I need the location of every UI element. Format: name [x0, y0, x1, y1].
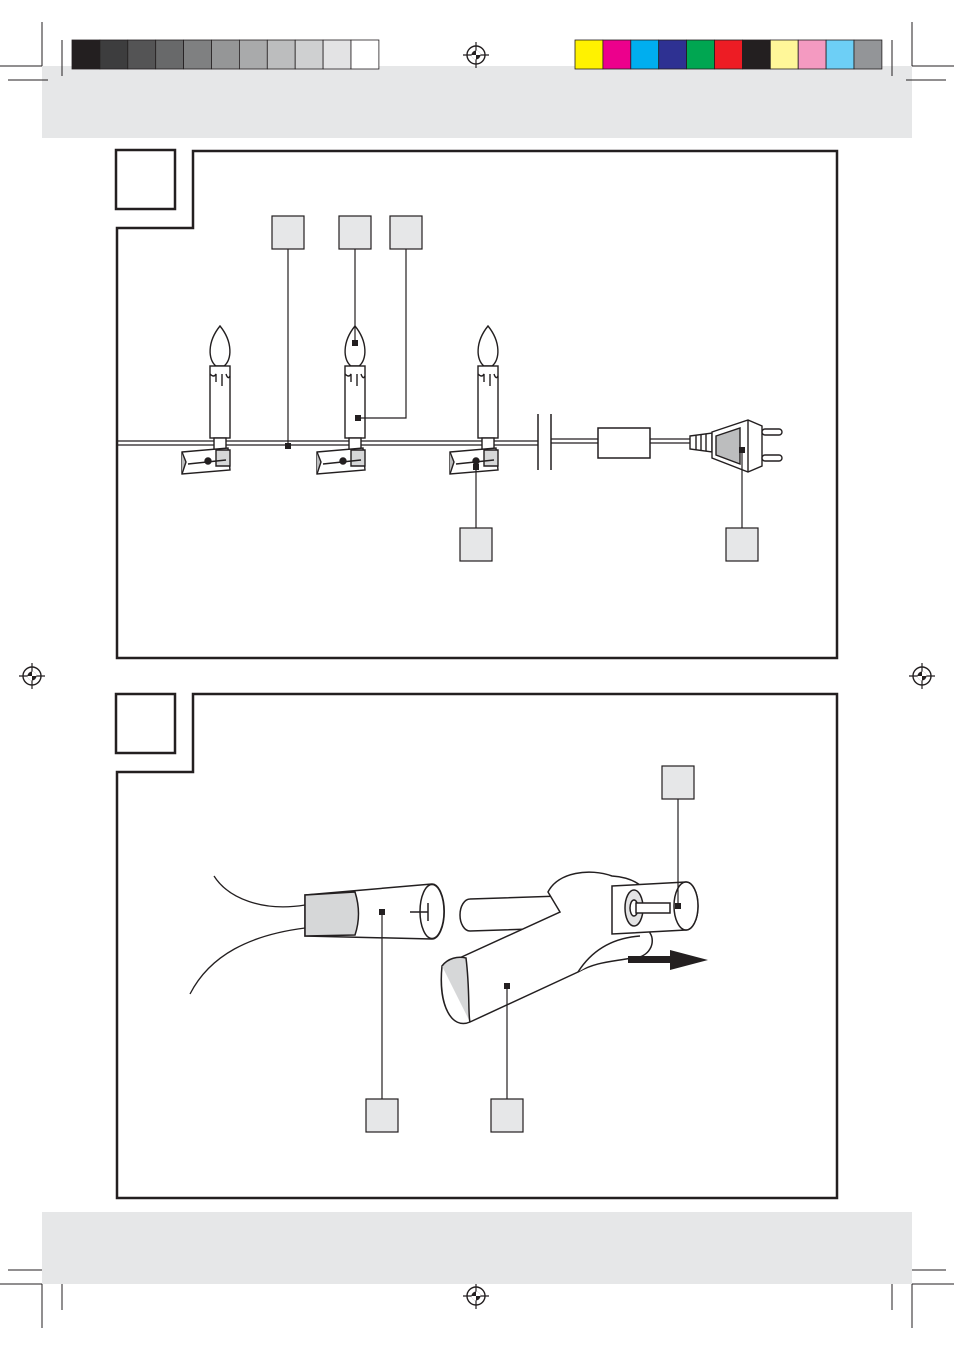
- calibration-patch: [211, 39, 240, 70]
- callout-box-cable: [271, 215, 305, 250]
- bottom-band: [42, 1212, 912, 1284]
- calibration-patch: [686, 39, 715, 70]
- figure-2-leader-dots: [379, 903, 681, 989]
- candle-icon: [316, 324, 366, 475]
- calibration-patch: [294, 39, 324, 70]
- calibration-patch: [630, 39, 660, 70]
- registration-mark-icon: [909, 663, 935, 689]
- callout-box-bulb-holder: [661, 765, 695, 800]
- callout-box-clip: [459, 527, 493, 562]
- calibration-patch: [155, 39, 184, 70]
- figure-2-callout-boxes: [365, 765, 695, 1133]
- calibration-patch: [238, 39, 268, 70]
- calibration-patch: [350, 39, 380, 70]
- grayscale-calibration-strip: [71, 39, 380, 70]
- clip-icon: [449, 447, 499, 475]
- calibration-patch: [853, 39, 883, 70]
- registration-mark-icon: [463, 42, 489, 68]
- candle-icon: [449, 324, 499, 475]
- calibration-patch: [797, 39, 827, 70]
- clip-icon: [316, 447, 366, 475]
- clip-icon: [440, 871, 699, 1025]
- arrow-right-icon: [628, 950, 708, 970]
- calibration-patch: [183, 39, 212, 70]
- callout-box-clip: [490, 1098, 524, 1133]
- figure-2-leaders: [381, 799, 679, 1099]
- registration-mark-icon: [463, 1283, 489, 1309]
- calibration-patch: [742, 39, 771, 70]
- calibration-patch: [769, 39, 799, 70]
- color-calibration-strip: [574, 39, 883, 70]
- calibration-patch: [71, 39, 101, 70]
- figure-1-leaders: [287, 249, 743, 528]
- callout-box-bulb: [338, 215, 372, 250]
- calibration-patch: [574, 39, 604, 70]
- clip-icon: [181, 447, 231, 475]
- calibration-patch: [99, 39, 129, 70]
- callout-box-candle-body: [389, 215, 423, 250]
- plug-icon: [689, 419, 783, 473]
- calibration-patch: [714, 39, 743, 70]
- calibration-patch: [322, 39, 352, 70]
- callout-box-candle-shell: [365, 1098, 399, 1133]
- figure-2-number-box: [114, 692, 177, 755]
- figure-1-number-box: [114, 148, 177, 211]
- calibration-patch: [266, 39, 296, 70]
- callout-box-plug: [725, 527, 759, 562]
- main-cable: [118, 438, 690, 446]
- cable-break-symbol: [537, 414, 552, 470]
- candle-wires: [189, 875, 306, 995]
- clip-tube: [459, 895, 561, 932]
- calibration-patch: [127, 39, 157, 70]
- registration-mark-icon: [19, 663, 45, 689]
- figure-1-callout-boxes: [271, 215, 759, 562]
- crop-marks: [0, 22, 954, 1328]
- top-band: [42, 66, 912, 138]
- figure-1-leader-dots: [285, 340, 745, 470]
- candle-icon: [181, 324, 231, 475]
- calibration-patch: [658, 39, 688, 70]
- figure-2-frame: [114, 692, 839, 1200]
- candle-shell: [304, 883, 445, 940]
- transformer-icon: [597, 427, 651, 459]
- calibration-patch: [602, 39, 632, 70]
- calibration-patch: [825, 39, 855, 70]
- figure-1-frame: [114, 148, 839, 660]
